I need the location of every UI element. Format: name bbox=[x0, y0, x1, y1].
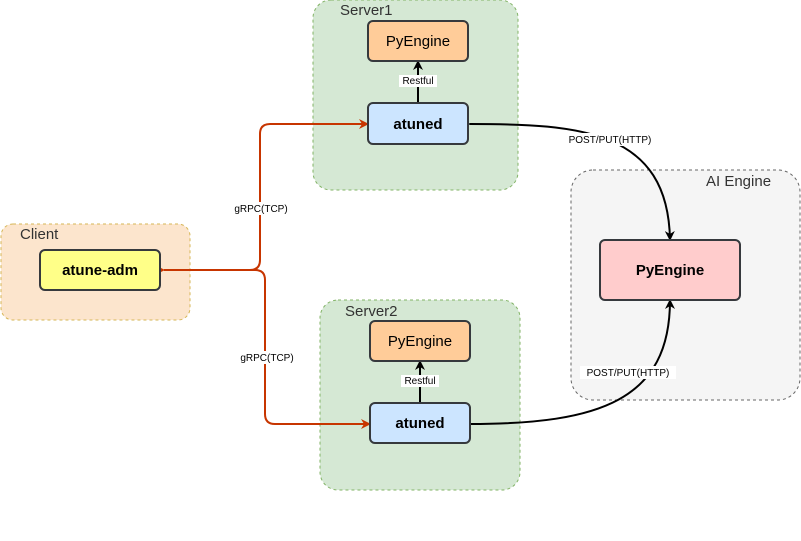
grpc-edge-server2 bbox=[164, 269, 371, 429]
svg-text:PyEngine: PyEngine bbox=[636, 262, 704, 279]
ai-engine-group-label: AI Engine bbox=[706, 173, 771, 190]
server2-atuned-node[interactable]: atuned bbox=[369, 402, 471, 444]
svg-text:atuned: atuned bbox=[393, 116, 442, 133]
svg-text:atuned: atuned bbox=[395, 415, 444, 432]
ai-pyengine-node[interactable]: PyEngine bbox=[599, 239, 741, 301]
server2-pyengine-node[interactable]: PyEngine bbox=[369, 320, 471, 362]
svg-text:PyEngine: PyEngine bbox=[388, 333, 452, 350]
server1-pyengine-node[interactable]: PyEngine bbox=[367, 20, 469, 62]
server1-group-label: Server1 bbox=[340, 2, 393, 19]
http-label-server1: POST/PUT(HTTP) bbox=[562, 133, 658, 146]
svg-text:PyEngine: PyEngine bbox=[386, 33, 450, 50]
svg-text:gRPC(TCP): gRPC(TCP) bbox=[234, 204, 287, 215]
server1-atuned-node[interactable]: atuned bbox=[367, 102, 469, 145]
svg-text:POST/PUT(HTTP): POST/PUT(HTTP) bbox=[587, 368, 670, 379]
restful-label-server1: Restful bbox=[399, 75, 437, 87]
http-edge-server2 bbox=[460, 299, 675, 430]
svg-text:Restful: Restful bbox=[404, 376, 435, 387]
restful-label-server2: Restful bbox=[401, 375, 439, 387]
atune-adm-node[interactable]: atune-adm bbox=[39, 249, 161, 291]
svg-text:atune-adm: atune-adm bbox=[62, 262, 138, 279]
svg-text:Restful: Restful bbox=[402, 76, 433, 87]
client-group-label: Client bbox=[20, 226, 59, 243]
grpc-label-server2: gRPC(TCP) bbox=[236, 351, 298, 364]
http-label-server2: POST/PUT(HTTP) bbox=[580, 366, 676, 379]
svg-text:gRPC(TCP): gRPC(TCP) bbox=[240, 353, 293, 364]
server2-group-label: Server2 bbox=[345, 303, 398, 320]
svg-text:POST/PUT(HTTP): POST/PUT(HTTP) bbox=[569, 135, 652, 146]
grpc-label-server1: gRPC(TCP) bbox=[230, 202, 292, 215]
